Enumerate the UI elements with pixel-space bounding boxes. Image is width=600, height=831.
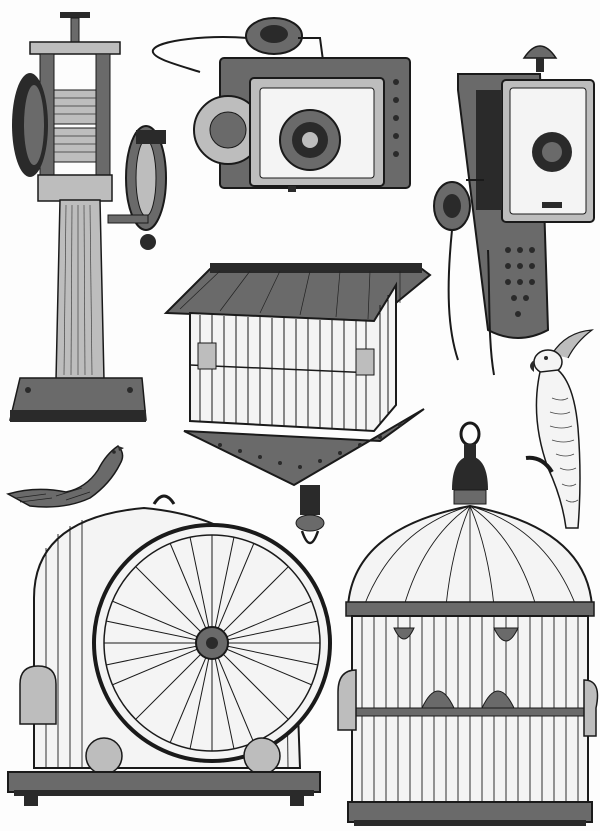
small-bird-perched xyxy=(6,440,126,512)
cockatoo-on-branch xyxy=(522,328,600,538)
hanging-pagoda-birdcage xyxy=(160,245,435,565)
crank-wall-telephone xyxy=(428,30,598,380)
round-wheel-birdcage xyxy=(4,488,332,810)
rolling-mill-machine xyxy=(8,10,173,425)
wall-telephone-with-receiver xyxy=(148,10,413,195)
domed-birdcage xyxy=(334,418,599,828)
